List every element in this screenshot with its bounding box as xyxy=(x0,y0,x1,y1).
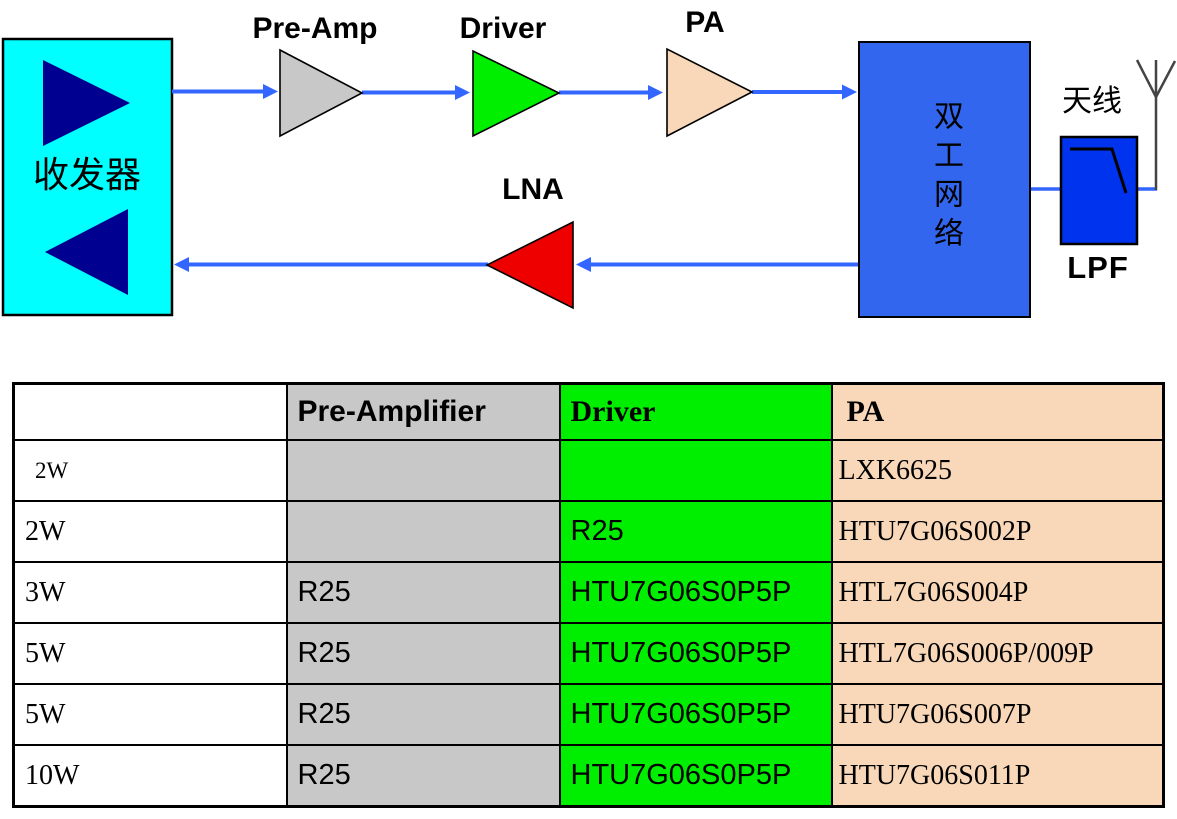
table-row: 3W R25 HTU7G06S0P5P HTL7G06S004P xyxy=(12,561,1165,624)
duplexer-box xyxy=(858,41,1031,318)
pa-cell: HTL7G06S004P xyxy=(830,561,1165,624)
preamp-cell: R25 xyxy=(285,744,561,808)
pa-triangle xyxy=(666,47,754,138)
antenna-icon xyxy=(1135,59,1177,190)
lpf-curve-icon xyxy=(1070,147,1128,194)
header-driver: Driver xyxy=(558,382,833,441)
lna-triangle xyxy=(485,220,574,310)
driver-cell xyxy=(558,439,833,502)
driver-cell: HTU7G06S0P5P xyxy=(558,561,833,624)
transceiver-rx-icon xyxy=(45,209,128,295)
table-row: 5W R25 HTU7G06S0P5P HTL7G06S006P/009P xyxy=(12,622,1165,685)
preamp-cell: R25 xyxy=(285,683,561,746)
signal-arrowheads xyxy=(174,84,857,272)
preamp-cell xyxy=(285,439,561,502)
power-cell: 3W xyxy=(12,561,288,624)
table-header-row: Pre-Amplifier Driver PA xyxy=(12,382,1165,441)
power-cell: 2W xyxy=(12,500,288,563)
signal-lines xyxy=(172,89,1157,267)
antenna-label: 天线 xyxy=(1062,85,1122,118)
driver-cell: HTU7G06S0P5P xyxy=(558,744,833,808)
pa-cell: HTU7G06S007P xyxy=(830,683,1165,746)
power-cell: 5W xyxy=(12,683,288,746)
pa-cell: HTU7G06S002P xyxy=(830,500,1165,563)
preamp-triangle xyxy=(279,48,364,138)
power-cell: 10W xyxy=(12,744,288,808)
preamp-cell xyxy=(285,500,561,563)
header-power xyxy=(12,382,288,441)
transceiver-label: 收发器 xyxy=(32,155,141,195)
preamp-cell: R25 xyxy=(285,622,561,685)
driver-cell: HTU7G06S0P5P xyxy=(558,683,833,746)
table-row: 5W R25 HTU7G06S0P5P HTU7G06S007P xyxy=(12,683,1165,746)
pa-cell: LXK6625 xyxy=(830,439,1165,502)
pa-cell: HTU7G06S011P xyxy=(830,744,1165,808)
preamp-cell: R25 xyxy=(285,561,561,624)
duplexer-label: 双工网络 xyxy=(929,100,962,256)
block-diagram xyxy=(1,37,1177,318)
header-pa: PA xyxy=(830,382,1165,441)
lna-label: LNA xyxy=(502,173,564,206)
table-row: 2W LXK6625 xyxy=(12,439,1165,502)
parts-table: Pre-Amplifier Driver PA 2W LXK6625 2W R2… xyxy=(12,382,1165,808)
preamp-label: Pre-Amp xyxy=(252,12,378,45)
driver-cell: HTU7G06S0P5P xyxy=(558,622,833,685)
power-cell: 2W xyxy=(12,439,288,502)
pa-label: PA xyxy=(685,6,725,39)
driver-triangle xyxy=(472,49,561,138)
header-pre-amplifier: Pre-Amplifier xyxy=(285,382,561,441)
table-row: 10W R25 HTU7G06S0P5P HTU7G06S011P xyxy=(12,744,1165,808)
lpf-label: LPF xyxy=(1067,250,1129,285)
transceiver-tx-icon xyxy=(43,60,130,146)
pa-cell: HTL7G06S006P/009P xyxy=(830,622,1165,685)
power-cell: 5W xyxy=(12,622,288,685)
driver-label: Driver xyxy=(459,12,547,45)
driver-cell: R25 xyxy=(558,500,833,563)
table-row: 2W R25 HTU7G06S002P xyxy=(12,500,1165,563)
